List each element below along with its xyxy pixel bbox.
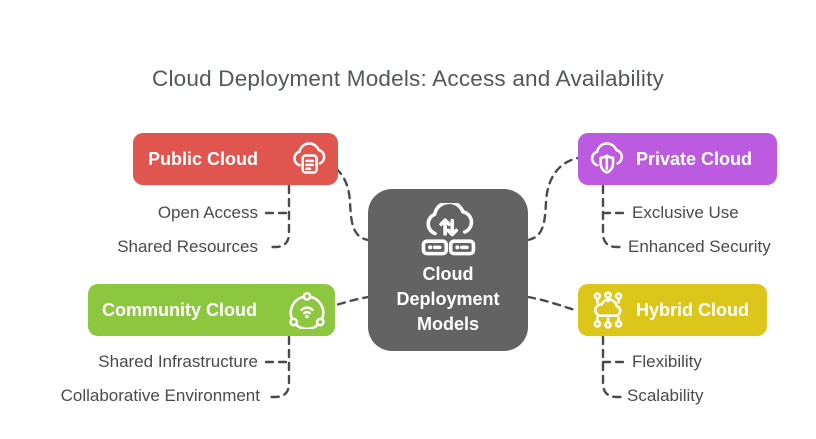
hybrid-item-flexibility: Flexibility <box>632 352 702 371</box>
center-node-label: Cloud Deployment Models <box>396 264 500 334</box>
private-item-exclusive-use: Exclusive Use <box>632 203 739 222</box>
connector-hybrid-items <box>601 335 627 399</box>
private-cloud-label: Private Cloud <box>636 148 753 169</box>
public-item-shared-resources: Shared Resources <box>117 237 258 256</box>
public-cloud-label: Public Cloud <box>148 148 258 169</box>
community-cloud-label: Community Cloud <box>102 299 257 320</box>
community-item-shared-infrastructure: Shared Infrastructure <box>98 352 258 371</box>
connector-private-items <box>601 184 627 249</box>
public-item-open-access: Open Access <box>157 203 258 222</box>
connector-community-items <box>265 335 291 399</box>
hybrid-network-cloud-icon <box>593 291 623 329</box>
connector-public-items <box>265 184 291 249</box>
private-cloud-node: Private Cloud <box>578 133 777 185</box>
connector-center-private <box>526 156 580 242</box>
cloud-document-icon <box>293 142 326 174</box>
community-network-icon <box>289 291 325 329</box>
connector-center-hybrid <box>526 295 580 313</box>
diagram-title: Cloud Deployment Models: Access and Avai… <box>152 66 664 92</box>
center-node-cloud-deployment-models: Cloud Deployment Models <box>368 189 528 351</box>
cloud-data-transfer-servers-icon <box>421 203 476 256</box>
hybrid-cloud-node: Hybrid Cloud <box>578 284 767 336</box>
public-cloud-node: Public Cloud <box>133 133 338 185</box>
private-item-enhanced-security: Enhanced Security <box>628 237 771 256</box>
hybrid-cloud-label: Hybrid Cloud <box>636 299 749 320</box>
hybrid-item-scalability: Scalability <box>627 386 704 405</box>
community-item-collaborative-environment: Collaborative Environment <box>60 386 260 405</box>
community-cloud-node: Community Cloud <box>88 284 335 336</box>
cloud-shield-icon <box>590 142 624 174</box>
